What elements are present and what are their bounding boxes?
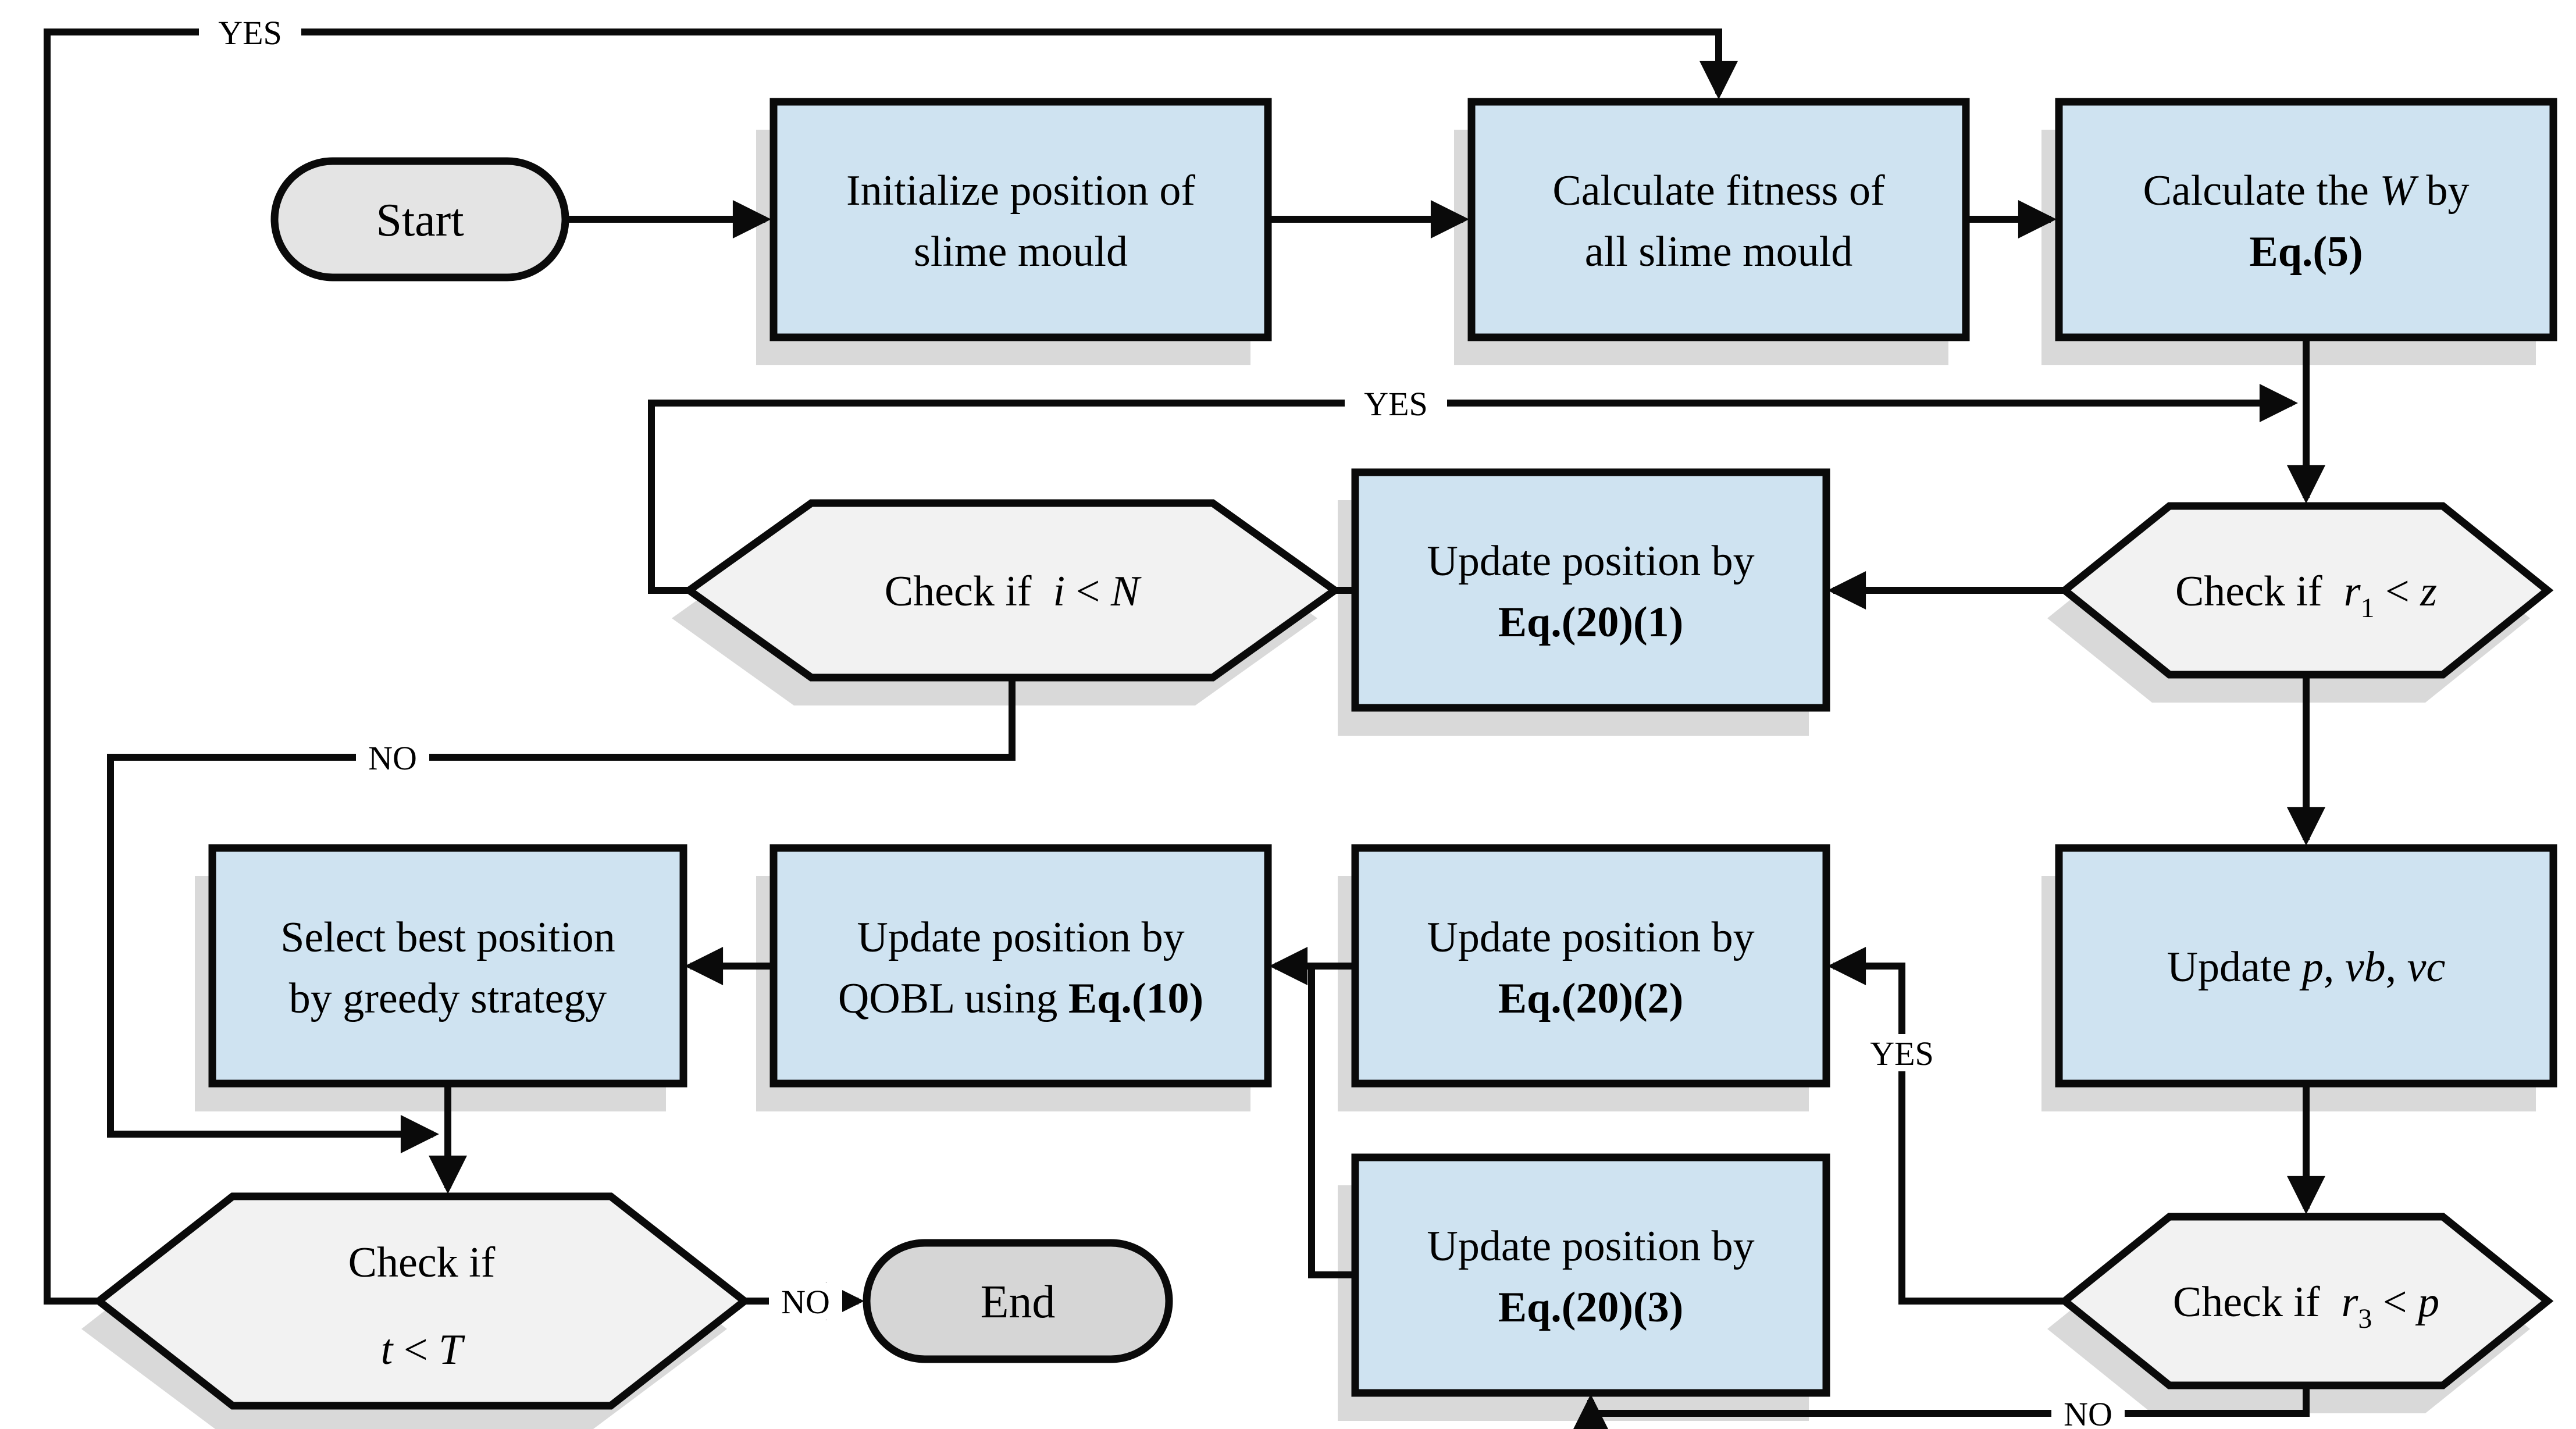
check-r1-label: Check if r1 < z [2175, 568, 2437, 623]
node-update-eq20-1: Update position by Eq.(20)(1) [1351, 468, 1830, 712]
edge-label-no-check-r3: NO [2051, 1395, 2125, 1429]
node-check-r1-less-z: Check if r1 < z [2058, 502, 2554, 679]
qobl-shape [769, 844, 1272, 1088]
initialize-shape [769, 98, 1272, 341]
start-shape [270, 157, 569, 281]
svg-text:YES: YES [1364, 385, 1428, 423]
edge-label-no-check-t: NO [769, 1282, 842, 1321]
calcw-shape [2055, 98, 2557, 341]
svg-text:NO: NO [781, 1283, 830, 1321]
check-t-line2: t < T [381, 1326, 465, 1374]
qobl-line1: Update position by [857, 914, 1184, 961]
edge-checki-yes-to-checkr1 [648, 384, 2298, 594]
check-t-line1: Check if [348, 1239, 496, 1287]
end-label: End [981, 1277, 1056, 1328]
calcw-line1: Calculate the W by [2143, 167, 2470, 215]
eq202-line1: Update position by [1427, 914, 1754, 961]
svg-text:YES: YES [1870, 1035, 1934, 1072]
eq201-line2: Eq.(20)(1) [1498, 598, 1684, 646]
node-check-t-less-T: Check if t < T [92, 1192, 751, 1410]
edge-label-no-check-i: NO [356, 739, 429, 777]
select-line2: by greedy strategy [289, 975, 607, 1022]
check-r3-shape [2058, 1213, 2554, 1389]
fitness-line2: all slime mould [1585, 228, 1852, 276]
end-shape [863, 1239, 1173, 1363]
node-update-p-vb-vc: Update p, vb, vc [2055, 844, 2557, 1088]
select-shape [208, 844, 687, 1088]
edge-label-yes-mid: YES [1345, 384, 1447, 423]
qobl-line2: QOBL using Eq.(10) [838, 975, 1203, 1022]
edge-checkr3-no-to-eq203 [1572, 1385, 2310, 1429]
svg-text:NO: NO [368, 739, 417, 777]
check-r1-shape [2058, 502, 2554, 679]
eq203-line1: Update position by [1427, 1223, 1754, 1270]
node-initialize-position: Initialize position of slime mould [769, 98, 1272, 341]
node-check-r3-less-p: Check if r3 < p [2058, 1213, 2554, 1389]
calcw-line2: Eq.(5) [2249, 228, 2363, 276]
check-i-label: Check if i < N [885, 568, 1142, 615]
edge-eq203-merge-to-qobl [1269, 947, 1355, 1278]
edge-label-yes-check-r3: YES [1851, 1034, 1953, 1072]
check-i-shape [682, 499, 1342, 682]
edge-label-yes-top: YES [199, 13, 301, 52]
edge-layer [44, 28, 2325, 1429]
svg-text:YES: YES [218, 14, 282, 52]
node-calculate-fitness: Calculate fitness of all slime mould [1467, 98, 1970, 341]
check-t-shape [92, 1192, 751, 1410]
start-label: Start [376, 195, 464, 246]
eq201-shape [1351, 468, 1830, 712]
edge-checki-no-path [107, 678, 1016, 1153]
edge-label-layer: YES YES NO YES NO NO [199, 13, 2125, 1429]
fitness-line1: Calculate fitness of [1552, 167, 1885, 215]
pvbvc-shape [2055, 844, 2557, 1088]
node-update-eq20-2: Update position by Eq.(20)(2) [1351, 844, 1830, 1088]
node-calculate-w: Calculate the W by Eq.(5) [2055, 98, 2557, 341]
edge-checkr3-yes-to-eq202 [1827, 947, 2065, 1305]
eq202-line2: Eq.(20)(2) [1498, 975, 1684, 1022]
node-update-qobl: Update position by QOBL using Eq.(10) [769, 844, 1272, 1088]
node-select-best-position: Select best position by greedy strategy [208, 844, 687, 1088]
node-end: End [863, 1239, 1173, 1363]
select-line1: Select best position [280, 914, 615, 961]
svg-text:NO: NO [2064, 1395, 2112, 1429]
node-update-eq20-3: Update position by Eq.(20)(3) [1351, 1153, 1830, 1397]
eq203-line2: Eq.(20)(3) [1498, 1284, 1684, 1331]
eq203-shape [1351, 1153, 1830, 1397]
eq202-shape [1351, 844, 1830, 1088]
node-start: Start [270, 157, 569, 281]
edge-checkt-yes-loop [44, 28, 1738, 1305]
node-layer: Start Initialize position of slime mould… [92, 98, 2557, 1410]
eq201-line1: Update position by [1427, 537, 1754, 585]
check-r3-label: Check if r3 < p [2173, 1278, 2439, 1334]
fitness-shape [1467, 98, 1970, 341]
pvbvc-label: Update p, vb, vc [2167, 943, 2446, 991]
node-check-i-less-n: Check if i < N [682, 499, 1342, 682]
initialize-line1: Initialize position of [846, 167, 1195, 215]
initialize-line2: slime mould [914, 228, 1128, 276]
